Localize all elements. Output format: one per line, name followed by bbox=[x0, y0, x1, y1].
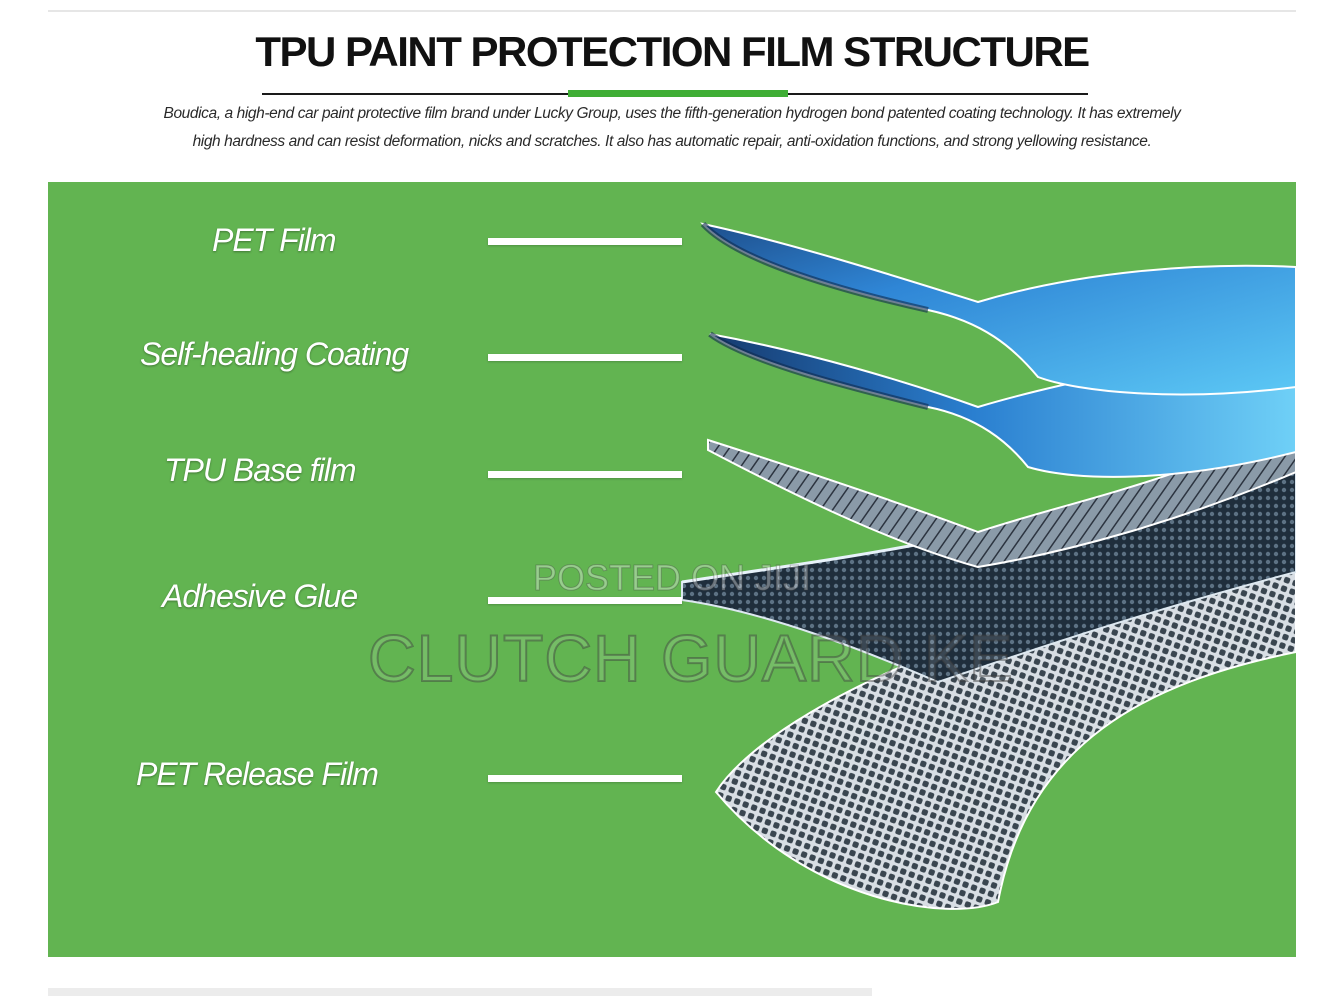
pet-release-film-leader-line bbox=[488, 775, 682, 782]
tpu-base-film-leader-line bbox=[488, 471, 682, 478]
layer-label-tpu-base-film: TPU Base film bbox=[164, 452, 356, 488]
layer-diagram-panel: PET Film Self-healing Coating TPU Base f… bbox=[48, 182, 1296, 957]
description-line-2: high hardness and can resist deformation… bbox=[192, 133, 1152, 150]
page-title: TPU PAINT PROTECTION FILM STRUCTURE bbox=[255, 28, 1090, 75]
layer-label-adhesive-glue: Adhesive Glue bbox=[162, 578, 358, 614]
description-line-1: Boudica, a high-end car paint protective… bbox=[163, 105, 1181, 122]
watermark-posted-on: POSTED ON JIJI bbox=[532, 557, 812, 599]
tpu-base-film-layer bbox=[707, 420, 1296, 569]
top-divider bbox=[48, 10, 1296, 12]
watermark-brand: CLUTCH GUARD KE bbox=[367, 620, 1014, 696]
adhesive-glue-leader-line bbox=[488, 597, 682, 604]
self-healing-coating-leader-line bbox=[488, 354, 682, 361]
bottom-divider bbox=[48, 988, 872, 996]
description: Boudica, a high-end car paint protective… bbox=[110, 100, 1234, 156]
title-accent-bar bbox=[568, 90, 788, 97]
layer-label-self-healing-coating: Self-healing Coating bbox=[140, 336, 409, 372]
layer-label-pet-film: PET Film bbox=[212, 222, 337, 258]
film-layers-illustration bbox=[681, 221, 1296, 910]
layer-label-pet-release-film: PET Release Film bbox=[136, 756, 379, 792]
pet-film-leader-line bbox=[488, 238, 682, 245]
